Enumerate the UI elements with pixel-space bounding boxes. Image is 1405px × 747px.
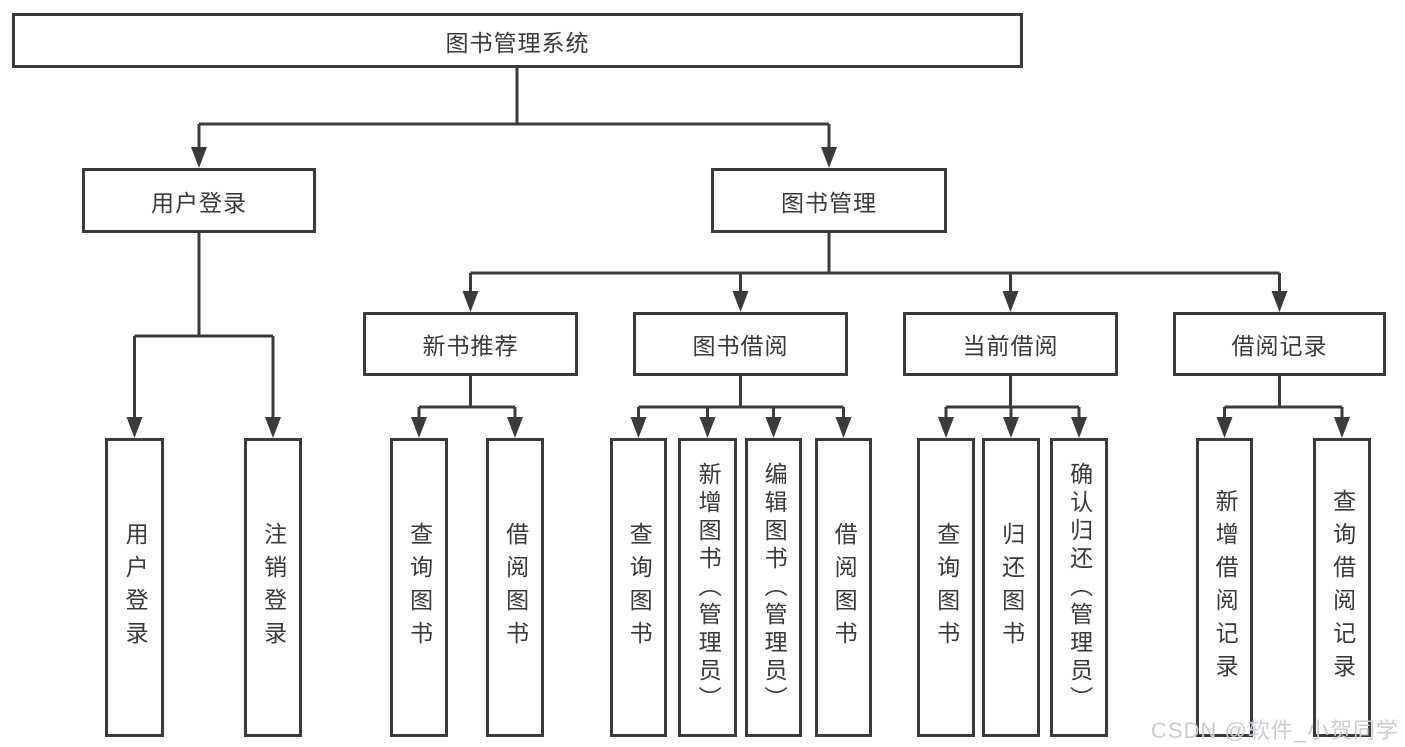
leaf-label: 编辑图书（管理员）	[761, 461, 788, 714]
node-label: 图书管理	[781, 189, 877, 216]
leaf-confirm-return-admin: 确认归还（管理员）	[1050, 438, 1108, 737]
leaf-return-books: 归还图书	[982, 438, 1040, 737]
node-book-borrowing: 图书借阅	[633, 312, 848, 376]
leaf-label: 新增借阅记录	[1212, 488, 1239, 687]
leaf-add-books-admin: 新增图书（管理员）	[678, 438, 737, 737]
leaf-label: 用户登录	[122, 521, 149, 654]
leaf-borrow-books-recommend: 借阅图书	[486, 438, 544, 737]
leaf-borrow-books-borrowing: 借阅图书	[815, 438, 872, 737]
node-label: 当前借阅	[962, 333, 1059, 359]
leaf-label: 查询图书	[626, 521, 653, 654]
leaf-label: 借阅图书	[502, 521, 529, 654]
node-borrow-records: 借阅记录	[1173, 312, 1386, 376]
watermark: CSDN @软件_小贺同学	[1150, 718, 1399, 743]
leaf-query-borrow-record: 查询借阅记录	[1313, 438, 1371, 737]
node-label: 图书借阅	[692, 333, 789, 359]
leaf-label: 查询图书	[933, 521, 960, 654]
leaf-query-books-recommend: 查询图书	[390, 438, 448, 737]
leaf-label: 确认归还（管理员）	[1066, 461, 1093, 714]
leaf-label: 查询图书	[406, 521, 433, 654]
leaf-user-login: 用户登录	[105, 438, 164, 737]
leaf-edit-books-admin: 编辑图书（管理员）	[745, 438, 802, 737]
node-label: 图书管理系统	[445, 29, 590, 56]
node-new-book-recommendation: 新书推荐	[363, 312, 578, 376]
leaf-add-borrow-record: 新增借阅记录	[1196, 438, 1253, 737]
leaf-label: 归还图书	[998, 521, 1025, 654]
leaf-label: 注销登录	[260, 521, 287, 654]
node-label: 借阅记录	[1231, 333, 1328, 359]
leaf-query-books-current: 查询图书	[917, 438, 975, 737]
leaf-label: 查询借阅记录	[1329, 488, 1356, 687]
node-library-management-system: 图书管理系统	[12, 13, 1023, 68]
node-book-management: 图书管理	[711, 168, 947, 233]
node-current-borrowing: 当前借阅	[903, 312, 1118, 376]
leaf-query-books-borrowing: 查询图书	[610, 438, 667, 737]
node-label: 用户登录	[151, 189, 247, 216]
node-label: 新书推荐	[422, 333, 519, 359]
leaf-label: 新增图书（管理员）	[695, 461, 722, 714]
node-user-login: 用户登录	[82, 168, 316, 233]
leaf-label: 借阅图书	[831, 521, 858, 654]
leaf-logout-login: 注销登录	[244, 438, 302, 737]
